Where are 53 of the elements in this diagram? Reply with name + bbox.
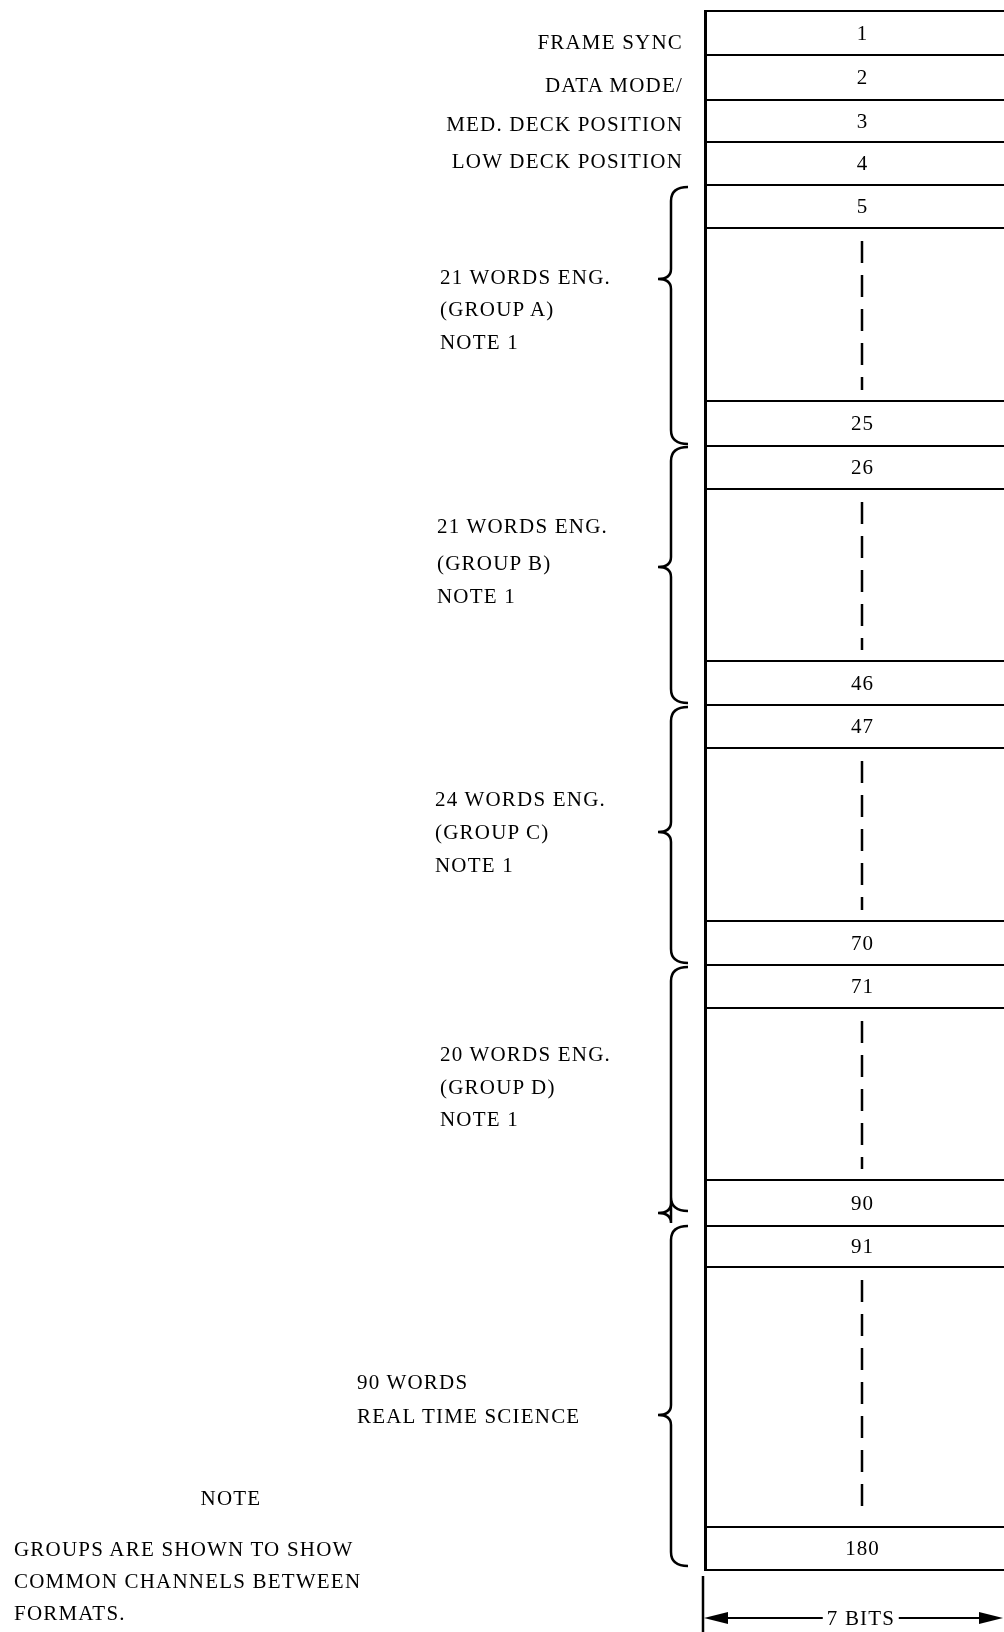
annotation-text: NOTE (200, 1485, 262, 1512)
word-cell (704, 400, 1004, 445)
annotation-text: (GROUP B) (437, 550, 552, 577)
word-cell (704, 1179, 1004, 1225)
annotation-text: LOW DECK POSITION (451, 148, 683, 175)
gap-cell (704, 747, 1004, 920)
word-number: 26 (851, 455, 874, 480)
annotation-text: DATA MODE/ (544, 72, 683, 99)
annotation-text: NOTE 1 (437, 583, 516, 610)
word-number: 25 (851, 411, 874, 436)
word-cell (704, 660, 1004, 704)
gap-cell (704, 1266, 1004, 1526)
word-number: 47 (851, 714, 874, 739)
word-cell (704, 704, 1004, 747)
annotation-text: REAL TIME SCIENCE (357, 1403, 581, 1430)
gap-cell (704, 227, 1004, 400)
annotation-text: 24 WORDS ENG. (435, 786, 606, 813)
word-number: 71 (851, 974, 874, 999)
annotation-text: GROUPS ARE SHOWN TO SHOW COMMON CHANNELS BETWEEN FORMATS. (14, 1536, 363, 1627)
word-cell (704, 920, 1004, 964)
gap-cell (704, 488, 1004, 660)
word-number: 180 (845, 1536, 880, 1561)
annotation-text: NOTE 1 (440, 329, 519, 356)
word-number: 4 (856, 151, 869, 176)
word-number: 90 (851, 1190, 874, 1216)
word-number: 5 (856, 194, 869, 219)
word-number: 46 (851, 670, 874, 696)
word-cell (704, 1526, 1004, 1571)
word-number: 1 (856, 20, 869, 46)
annotation-text: 21 WORDS ENG. (437, 513, 608, 540)
word-number: 91 (851, 1234, 874, 1259)
word-cell (704, 1225, 1004, 1266)
annotation-text: (GROUP C) (435, 819, 550, 846)
annotation-text: 90 WORDS (357, 1369, 469, 1396)
word-number: 3 (856, 108, 869, 134)
annotation-text: 21 WORDS ENG. (440, 264, 611, 291)
annotation-text: FRAME SYNC (537, 29, 683, 56)
gap-cell (704, 1007, 1004, 1179)
word-cell (704, 445, 1004, 488)
annotation-text: NOTE 1 (435, 852, 514, 879)
annotation-text: (GROUP A) (440, 296, 555, 323)
word-cell (704, 141, 1004, 184)
annotation-text: NOTE 1 (440, 1106, 519, 1133)
word-number: 2 (856, 65, 869, 90)
word-cell (704, 54, 1004, 99)
annotation-text: 20 WORDS ENG. (440, 1041, 611, 1068)
annotation-text: (GROUP D) (440, 1074, 556, 1101)
word-number: 70 (851, 930, 874, 956)
word-cell (704, 184, 1004, 227)
word-cell (704, 99, 1004, 141)
annotation-text: MED. DECK POSITION (446, 111, 683, 138)
word-cell (704, 964, 1004, 1007)
word-cell (704, 10, 1004, 54)
